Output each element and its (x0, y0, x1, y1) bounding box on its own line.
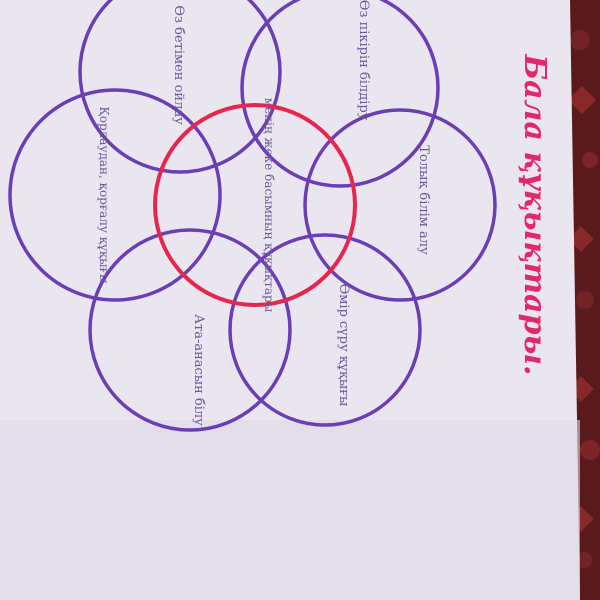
petal-text-bottom: Ата-анасын білу (191, 314, 206, 426)
petal-text-right-lower: Өмір сүру құқығы (336, 284, 351, 407)
petal-text-top-left: Өз бетімен ойлау (171, 5, 186, 125)
petal-ring-left (8, 88, 222, 302)
petal-ring-top-left (78, 0, 282, 174)
petal-text-top-right: Өз пікірін білдіру (356, 0, 371, 121)
petal-text-left: Қорлаудан, қорғалу құқығы (97, 106, 111, 283)
petal-rings (8, 0, 497, 432)
center-ring (153, 103, 357, 307)
petal-ring-right-lower (228, 233, 422, 427)
petal-text-right-upper: Толық білім алу (416, 145, 431, 255)
paper-shadow (0, 420, 580, 600)
petal-ring-right-upper (303, 108, 497, 302)
petal-ring-bottom (88, 228, 292, 432)
heading-text: Бала құқықтары. (517, 53, 552, 375)
center-text: менің жеке басымның құқықтары (262, 98, 276, 313)
petal-ring-top-right (240, 0, 440, 188)
